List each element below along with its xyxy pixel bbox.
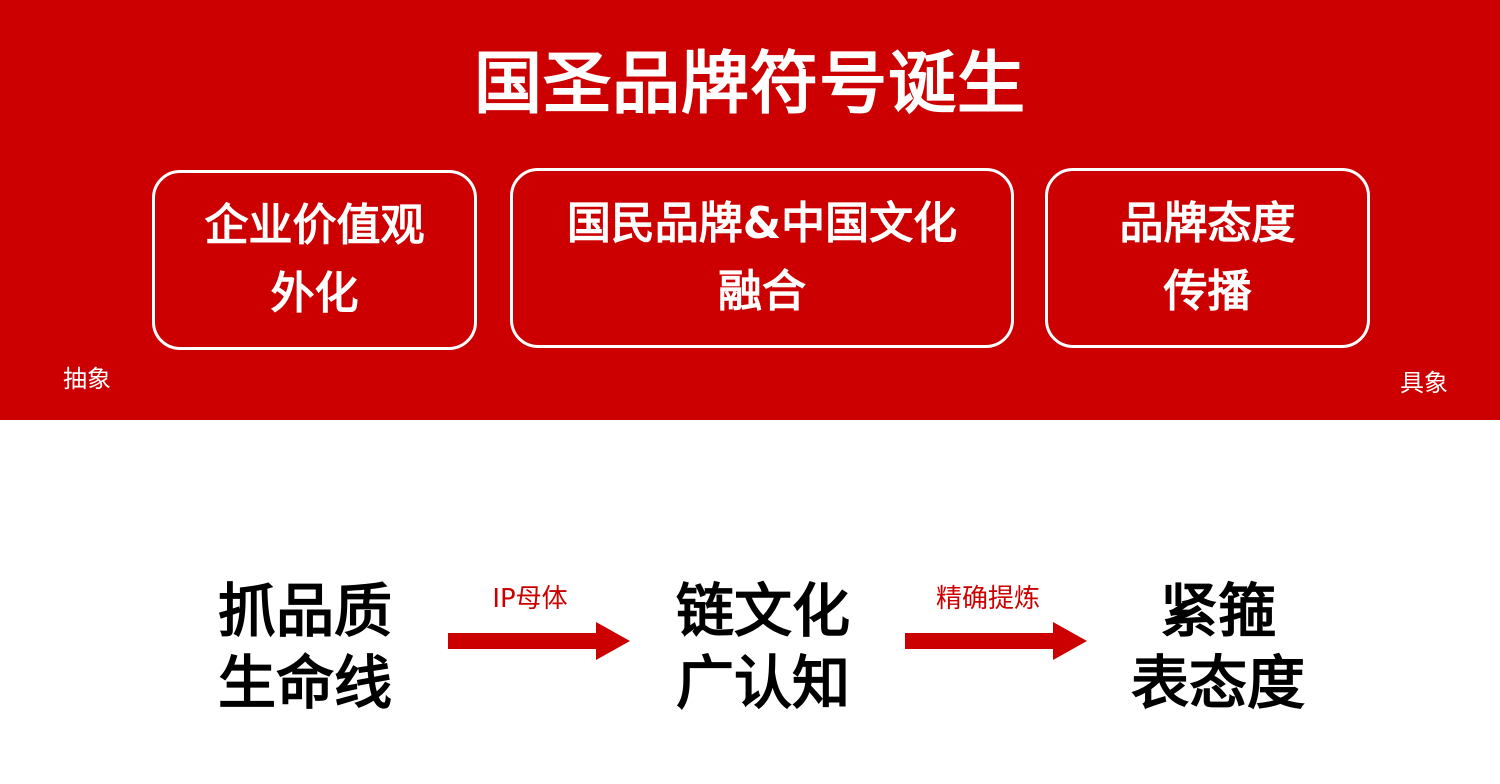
flow-step-culture: 链文化 广认知 [633, 575, 893, 719]
step-line-2: 表态度 [1130, 649, 1305, 717]
box-line-1: 企业价值观 [204, 200, 425, 251]
box-line-1: 品牌态度 [1119, 198, 1296, 249]
step-line-2: 广认知 [675, 649, 850, 717]
page-title: 国圣品牌符号诞生 [473, 45, 1026, 124]
box-line-1: 国民品牌&中国文化 [566, 198, 958, 249]
axis-label-abstract: 抽象 [63, 365, 111, 393]
arrow-label-refine: 精确提炼 [935, 584, 1040, 614]
value-box-national-brand: 国民品牌&中国文化 融合 [510, 168, 1014, 348]
box-line-2: 传播 [1163, 266, 1252, 317]
flow-step-attitude: 紧箍 表态度 [1088, 575, 1348, 719]
value-box-corporate-values: 企业价值观 外化 [152, 170, 477, 350]
axis-label-concrete: 具象 [1400, 369, 1448, 397]
value-box-brand-attitude: 品牌态度 传播 [1045, 168, 1370, 348]
right-arrow-icon [905, 622, 1087, 660]
flow-step-quality: 抓品质 生命线 [175, 575, 435, 719]
arrow-label-ip: IP母体 [492, 584, 568, 614]
box-line-2: 外化 [270, 268, 359, 319]
step-line-1: 紧箍 [1159, 577, 1276, 645]
box-line-2: 融合 [718, 266, 806, 317]
header-band [0, 0, 1500, 420]
step-line-1: 抓品质 [217, 577, 392, 645]
step-line-2: 生命线 [217, 649, 392, 717]
step-line-1: 链文化 [675, 577, 850, 645]
right-arrow-icon [448, 622, 630, 660]
